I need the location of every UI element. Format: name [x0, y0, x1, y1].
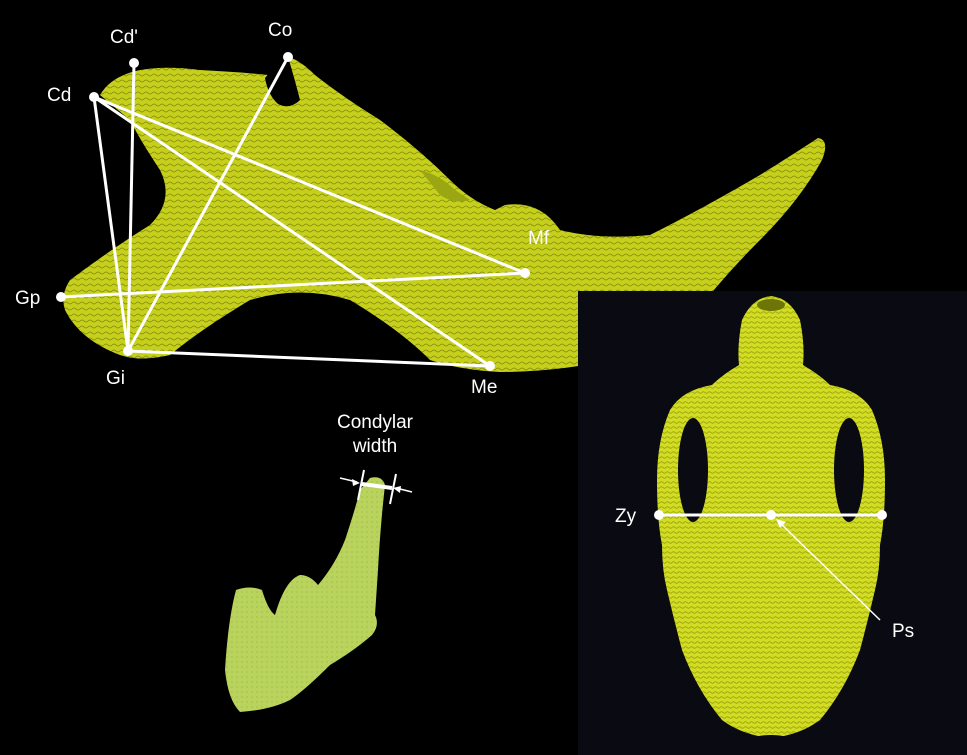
landmark-gi [123, 346, 133, 356]
label-me: Me [471, 377, 498, 398]
zygomatic-width-line [654, 510, 887, 621]
mandible-landmark-points [56, 52, 530, 371]
landmark-gp [56, 292, 66, 302]
label-co: Co [268, 20, 293, 41]
landmark-cd-prime [129, 58, 139, 68]
condylar-width-marker [339, 469, 413, 505]
label-cd-prime: Cd' [110, 27, 138, 48]
label-zy: Zy [615, 506, 637, 527]
landmark-mf [520, 268, 530, 278]
condyle-posterior-view [225, 477, 385, 712]
landmark-co [283, 52, 293, 62]
mandible-measurement-lines [60, 56, 526, 368]
label-cd: Cd [47, 85, 72, 106]
landmark-cd [89, 92, 99, 102]
label-mf: Mf [528, 228, 550, 249]
label-condylar: Condylar [336, 412, 414, 433]
landmark-me [485, 361, 495, 371]
label-gi: Gi [106, 368, 125, 389]
label-ps: Ps [892, 621, 915, 642]
label-gp: Gp [15, 288, 41, 309]
label-width: width [352, 436, 398, 457]
